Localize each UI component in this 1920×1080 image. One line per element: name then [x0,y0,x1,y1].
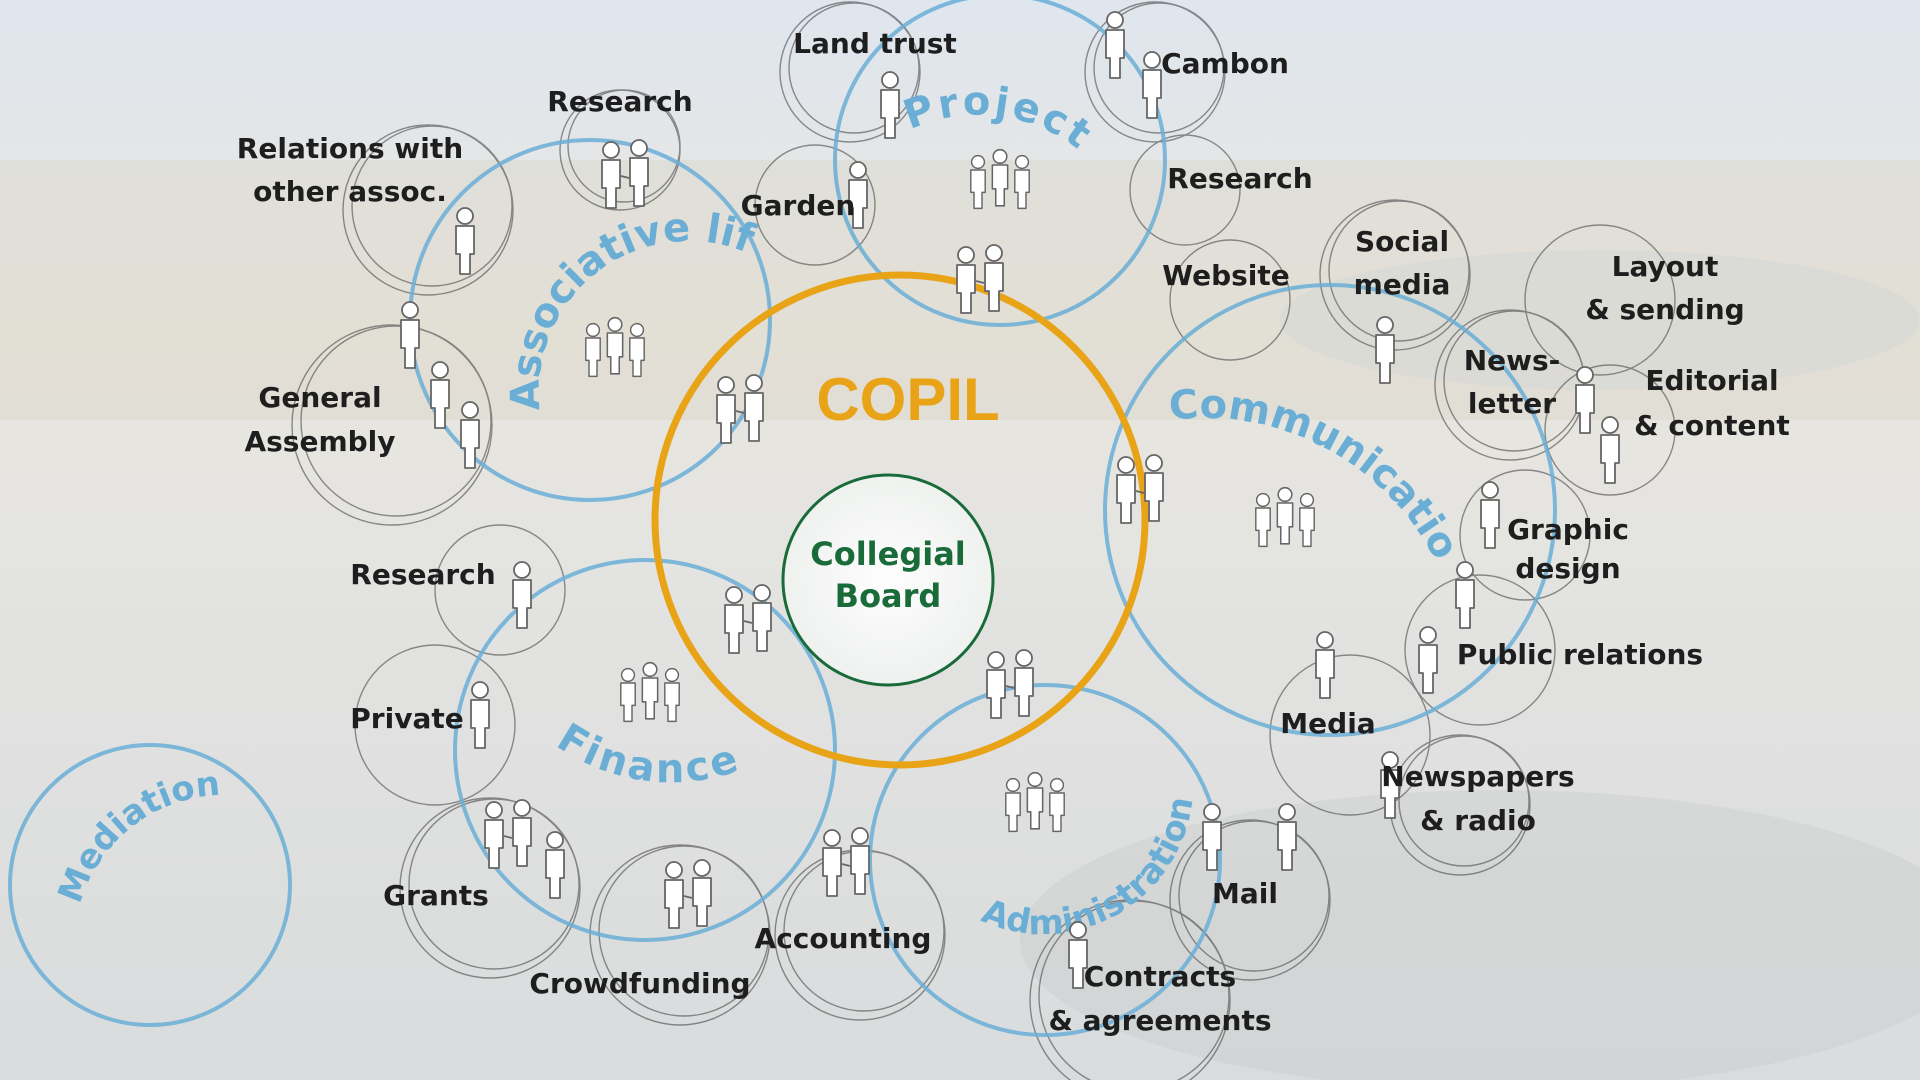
topic-social-media-line1: Social [1355,225,1449,258]
topic-grants: Grants [383,879,489,912]
topic-newsletter-line2: letter [1468,387,1556,420]
group-meeting-icon [1006,773,1064,832]
topic-assoc-research: Research [547,85,692,118]
topic-crowdfunding: Crowdfunding [529,967,750,1000]
topic-layout-line1: Layout [1612,250,1719,283]
topic-newspapers-line1: Newspapers [1381,760,1574,793]
group-meeting-icon [621,663,679,722]
topic-contracts-line2: & agreements [1048,1004,1271,1037]
topic-social-media-line2: media [1354,268,1451,301]
topic-layout-line2: & sending [1585,293,1744,326]
topic-website: Website [1162,259,1290,292]
copil-title: COPIL [816,366,999,433]
topic-newspapers-line2: & radio [1420,804,1536,837]
topic-general-assembly-line1: General [258,381,381,414]
topic-contracts-line1: Contracts [1084,960,1236,993]
topic-graphic-line2: design [1515,552,1620,585]
topic-private: Private [350,702,463,735]
topic-media: Media [1280,707,1375,740]
topic-editorial-line1: Editorial [1645,364,1778,397]
topic-accounting: Accounting [755,922,932,955]
topic-relations-line1: Relations with [237,132,463,165]
topic-garden: Garden [741,189,856,222]
group-meeting-icon [586,318,644,377]
topic-relations-line2: other assoc. [253,175,447,208]
topic-newsletter-line1: News- [1464,344,1561,377]
topic-public-relations: Public relations [1457,638,1703,671]
group-meeting-icon [1256,488,1314,547]
topic-finance-research: Research [350,558,495,591]
topic-projects-research: Research [1167,162,1312,195]
topic-editorial-line2: & content [1634,409,1790,442]
topic-graphic-line1: Graphic [1507,513,1629,546]
topic-general-assembly-line2: Assembly [244,425,395,458]
topic-mail: Mail [1212,877,1278,910]
topic-cambon: Cambon [1161,47,1289,80]
board-label-line2: Board [835,577,942,615]
topic-land-trust: Land trust [793,27,957,60]
group-meeting-icon [971,150,1029,209]
board-label-line1: Collegial [810,535,966,573]
